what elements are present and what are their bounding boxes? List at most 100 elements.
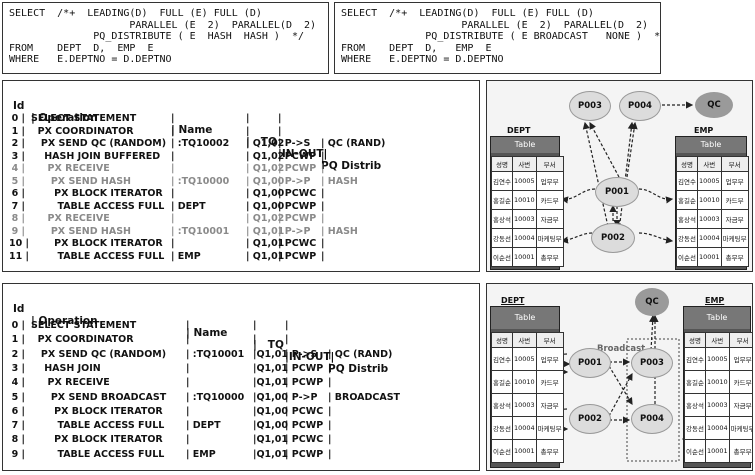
plan-row-id: 2 | xyxy=(11,348,25,360)
plan-row-pq: | xyxy=(328,434,332,446)
plan-row-operation: PX BLOCK ITERATOR xyxy=(31,405,163,417)
plan-row-name: | :TQ10000 xyxy=(171,175,230,187)
plan-row-name: | xyxy=(186,377,190,389)
plan-row-id: 0 | xyxy=(11,320,25,331)
table-cell: 홍상석 xyxy=(491,393,513,417)
plan-row-name: | :TQ10001 xyxy=(171,225,230,237)
plan-row-tq: |Q1,01 xyxy=(253,448,288,460)
table-cell: 총무부 xyxy=(535,439,564,463)
plan-row-tq: | xyxy=(253,334,257,346)
plan-row-tq: | xyxy=(246,125,250,137)
table-cell: 자금부 xyxy=(535,393,564,417)
plan-row-inout: | PCWC xyxy=(278,238,317,249)
table-cell: 10004 xyxy=(511,228,537,248)
table-head-cell: 성명 xyxy=(676,156,698,172)
table-cell: 이순선 xyxy=(676,247,698,267)
emp-label: EMP xyxy=(705,296,725,305)
plan-row-name: | xyxy=(171,125,175,137)
col-id: Id xyxy=(13,100,25,112)
table-cell: 업무부 xyxy=(720,171,749,191)
plan-row-operation: PX BLOCK ITERATOR xyxy=(31,188,163,199)
plan-row-name: | EMP xyxy=(171,250,201,262)
table-cell: 10004 xyxy=(704,416,730,440)
plan-row-pq: | HASH xyxy=(321,175,358,187)
plan-row-inout: | xyxy=(285,320,289,331)
col-id: Id xyxy=(13,303,25,315)
plan-row-id: 1 | xyxy=(11,334,25,346)
plan-row-inout: | PCWP xyxy=(278,250,317,262)
plan-row-tq: | Q1,02 xyxy=(246,213,285,224)
plan-row-pq: | xyxy=(328,448,332,460)
node-p003: P003 xyxy=(569,91,611,121)
table-cell: 김연수 xyxy=(676,171,698,191)
plan-row-name: | xyxy=(171,238,175,249)
plan-row-pq: | xyxy=(328,377,332,389)
plan-row-name: | xyxy=(171,150,175,162)
table-cell: 이순선 xyxy=(684,439,706,463)
broadcast-label: Broadcast xyxy=(597,344,646,354)
node-p002: P002 xyxy=(591,223,635,253)
plan-row-id: 9 | xyxy=(11,448,25,460)
table-cell: 강동선 xyxy=(684,416,706,440)
diagram-arrows xyxy=(533,101,701,247)
table-title: Table xyxy=(491,137,559,153)
plan-row-pq: | BROADCAST xyxy=(328,391,401,403)
table-head-cell: 사번 xyxy=(696,156,722,172)
plan-row-inout: | PCWP xyxy=(278,150,317,162)
plan-row-name: | :TQ10000 xyxy=(186,391,245,403)
col-tq: | TQ xyxy=(253,339,284,351)
table-cell: 강동선 xyxy=(491,416,513,440)
table-cell: 10003 xyxy=(511,393,537,417)
plan-row-operation: PX RECEIVE xyxy=(31,163,110,174)
plan-row-inout: | PCWC xyxy=(285,405,324,417)
plan-row-id: 6 | xyxy=(11,405,25,417)
plan-row-operation: PX RECEIVE xyxy=(31,213,110,224)
table-cell: 강동선 xyxy=(676,228,698,248)
plan-row-pq: | xyxy=(321,188,325,199)
table-cell: 김연수 xyxy=(491,171,513,191)
plan-row-inout: | P->S xyxy=(278,138,311,149)
table-cell: 이순선 xyxy=(491,247,513,267)
plan-row-name: | xyxy=(171,163,175,174)
plan-row-operation: PX SEND BROADCAST xyxy=(31,391,167,403)
table-cell: 홍상석 xyxy=(491,209,513,229)
table-head-cell: 부서 xyxy=(535,156,564,172)
plan-row-inout: | P->P xyxy=(278,175,311,187)
table-cell: 업무부 xyxy=(535,347,564,371)
col-operation: | Operation xyxy=(31,315,98,327)
plan-row-operation: TABLE ACCESS FULL xyxy=(31,200,165,212)
dept-label: DEPT xyxy=(507,126,531,135)
plan-row-id: 1 | xyxy=(11,125,25,137)
table-head-cell: 부서 xyxy=(535,332,564,348)
plan-row-name: | EMP xyxy=(186,448,216,460)
plan-row-pq: | xyxy=(328,362,332,374)
dept-label: DEPT xyxy=(501,296,525,305)
col-tq: | TQ xyxy=(246,136,277,148)
plan-row-inout: | PCWC xyxy=(278,188,317,199)
plan-row-tq: | Q1,00 xyxy=(246,200,285,212)
table-cell: 마케팅부 xyxy=(728,416,752,440)
plan-row-operation: TABLE ACCESS FULL xyxy=(31,420,165,432)
table-cell: 10010 xyxy=(704,370,730,394)
plan-row-inout: | P->P xyxy=(285,391,318,403)
col-pq: PQ Distrib xyxy=(321,160,382,172)
plan-row-id: 11 | xyxy=(9,250,29,262)
table-cell: 10001 xyxy=(696,247,722,267)
table-cell: 마케팅부 xyxy=(535,416,564,440)
plan-row-name: | :TQ10002 xyxy=(171,138,230,149)
plan-header: Id | Operation | Name | TQ |IN-OUT| PQ D… xyxy=(13,88,381,184)
